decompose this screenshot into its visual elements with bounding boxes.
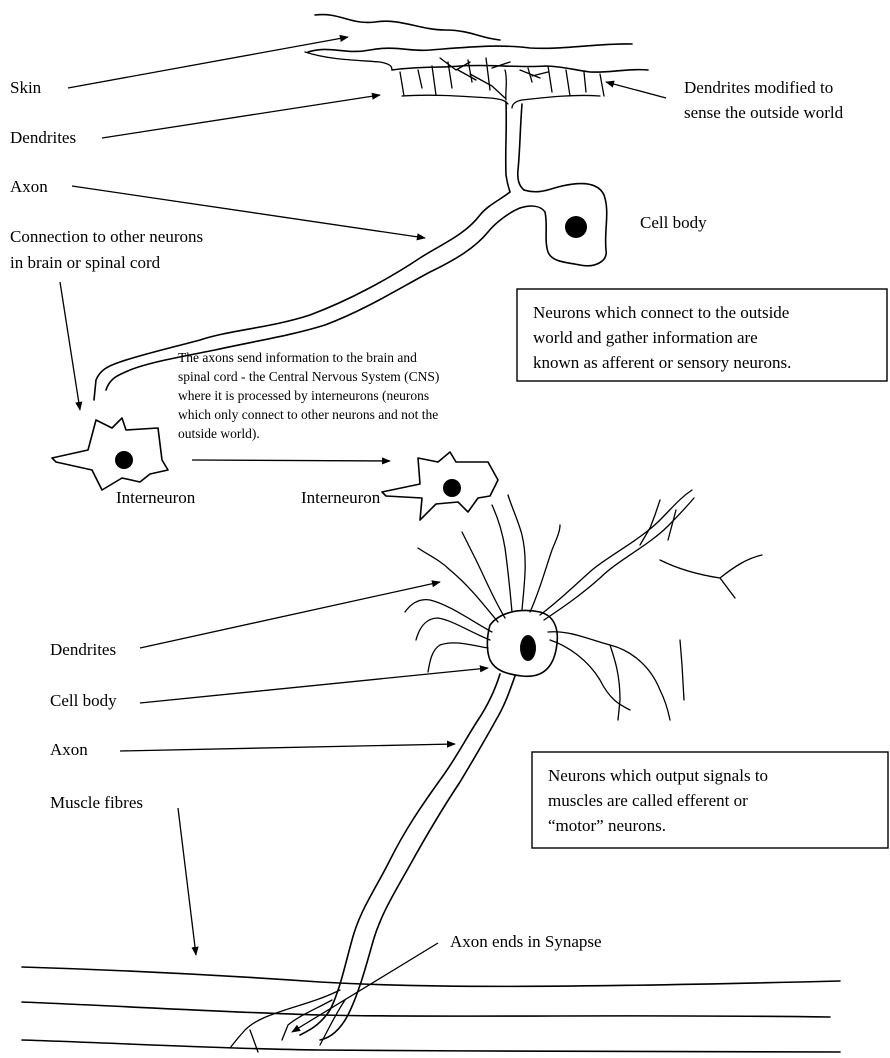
cns-note-line-1: The axons send information to the brain … bbox=[178, 350, 417, 365]
label-axon-top: Axon bbox=[10, 177, 48, 196]
afferent-note-line-2: world and gather information are bbox=[533, 328, 758, 347]
skin-layer bbox=[305, 15, 648, 73]
label-dendrites-bottom: Dendrites bbox=[50, 640, 116, 659]
arrows bbox=[60, 37, 666, 1032]
efferent-note-line-1: Neurons which output signals to bbox=[548, 766, 768, 785]
interneuron-right-shape bbox=[382, 452, 498, 520]
arrow-connection bbox=[60, 282, 80, 410]
label-axon-bottom: Axon bbox=[50, 740, 88, 759]
afferent-note-box: Neurons which connect to the outside wor… bbox=[517, 289, 887, 381]
arrow-cell-body-bottom bbox=[140, 668, 488, 703]
cns-note-line-5: outside world). bbox=[178, 426, 260, 441]
arrow-interneuron-flow bbox=[192, 460, 390, 461]
label-dendrites-top: Dendrites bbox=[10, 128, 76, 147]
afferent-note-line-3: known as afferent or sensory neurons. bbox=[533, 353, 791, 372]
arrow-synapse bbox=[292, 943, 438, 1032]
efferent-note-line-3: “motor” neurons. bbox=[548, 816, 666, 835]
arrow-muscle-fibres bbox=[178, 808, 196, 955]
arrow-dendrites-top bbox=[102, 95, 380, 138]
label-dendrites-modified-2: sense the outside world bbox=[684, 103, 844, 122]
label-skin: Skin bbox=[10, 78, 42, 97]
label-interneuron-left: Interneuron bbox=[116, 488, 196, 507]
label-connection-1: Connection to other neurons bbox=[10, 227, 203, 246]
arrow-dendrites-modified bbox=[606, 82, 666, 98]
label-muscle-fibres: Muscle fibres bbox=[50, 793, 143, 812]
label-connection-2: in brain or spinal cord bbox=[10, 253, 161, 272]
label-cell-body-top: Cell body bbox=[640, 213, 707, 232]
cns-note-line-4: which only connect to other neurons and … bbox=[178, 407, 438, 422]
efferent-note-line-2: muscles are called efferent or bbox=[548, 791, 748, 810]
label-axon-ends: Axon ends in Synapse bbox=[450, 932, 602, 951]
muscle-fibres bbox=[22, 967, 840, 1052]
arrow-dendrites-bottom bbox=[140, 582, 440, 648]
label-cell-body-bottom: Cell body bbox=[50, 691, 117, 710]
interneuron-left-shape bbox=[52, 418, 168, 490]
label-dendrites-modified-1: Dendrites modified to bbox=[684, 78, 833, 97]
cns-note-line-3: where it is processed by interneurons (n… bbox=[178, 388, 429, 403]
cns-note-line-2: spinal cord - the Central Nervous System… bbox=[178, 369, 439, 384]
efferent-note-box: Neurons which output signals to muscles … bbox=[532, 752, 888, 848]
arrow-skin bbox=[68, 37, 348, 88]
afferent-note-line-1: Neurons which connect to the outside bbox=[533, 303, 789, 322]
arrow-axon-bottom bbox=[120, 744, 455, 751]
label-interneuron-right: Interneuron bbox=[301, 488, 381, 507]
cns-note: The axons send information to the brain … bbox=[178, 350, 439, 441]
